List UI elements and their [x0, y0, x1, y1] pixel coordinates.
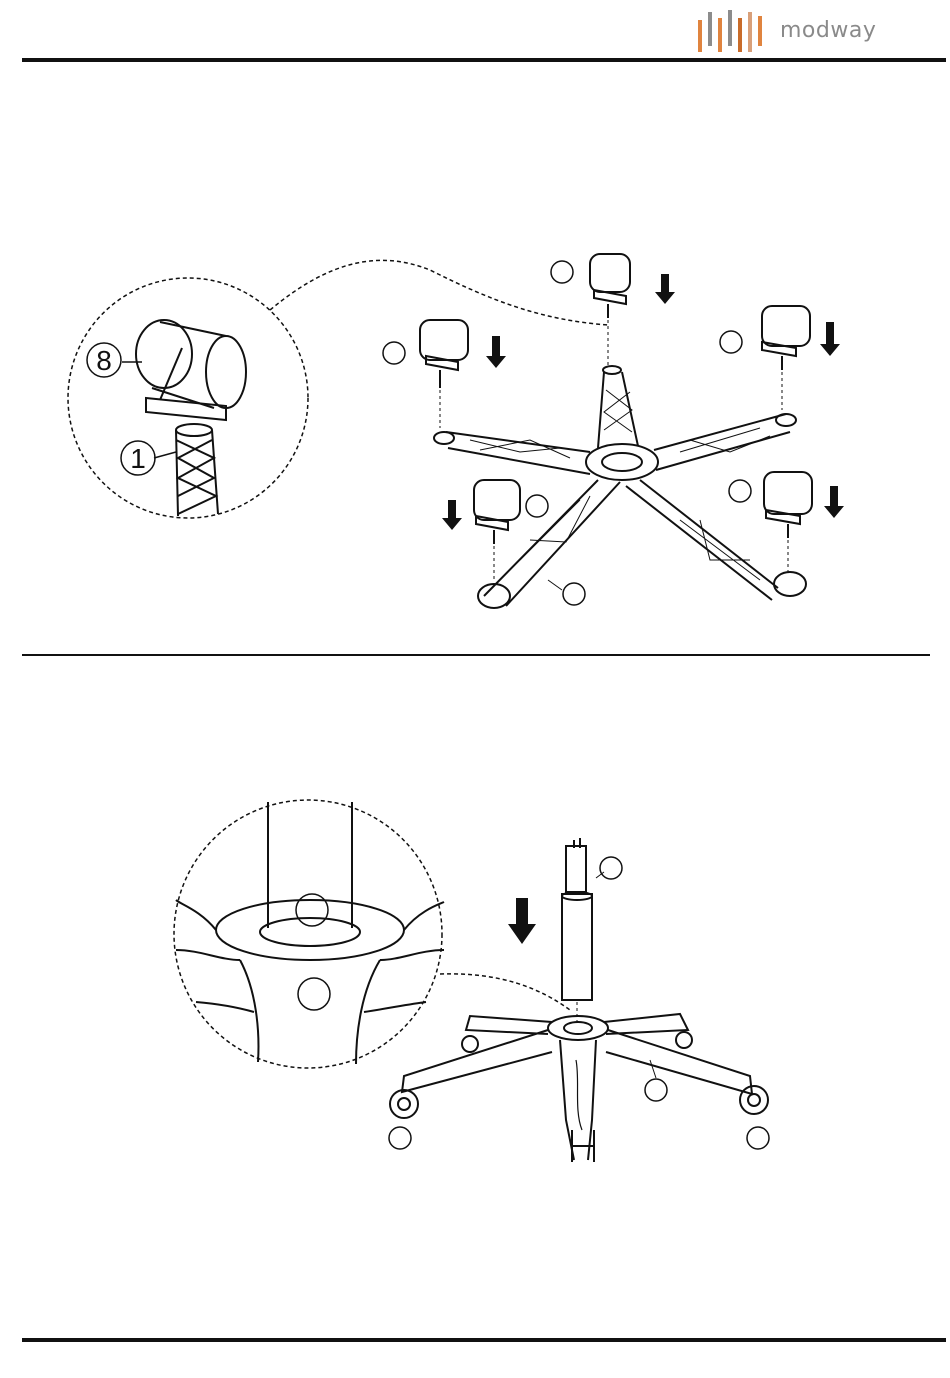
- arrow-down-icon: [655, 274, 675, 304]
- brand-name: modway: [780, 18, 876, 43]
- chair-base: [389, 1014, 769, 1162]
- logo-bar: [698, 20, 702, 52]
- caster-top: [590, 254, 630, 368]
- down-arrows: [442, 274, 844, 530]
- arrow-down-icon: [824, 486, 844, 518]
- caster-left: [420, 320, 468, 428]
- brand-logo: modway: [696, 6, 876, 54]
- arrow-down-icon: [820, 322, 840, 356]
- detail-zoom-circle: [174, 800, 442, 1068]
- footer-rule: [22, 1338, 946, 1342]
- step2-illustration: [0, 790, 950, 1180]
- logo-bar: [718, 18, 722, 52]
- detail-connector: [440, 974, 570, 1010]
- brand-logo-mark: [696, 6, 776, 54]
- detail-base-arm: [176, 424, 218, 516]
- arrow-down-icon: [442, 500, 462, 530]
- detail-caster: [136, 320, 246, 420]
- logo-bar: [758, 16, 762, 46]
- logo-bar: [728, 10, 732, 46]
- callout-label-caster: 8: [96, 345, 112, 376]
- gas-lift-cylinder: [562, 838, 622, 1022]
- logo-bar: [708, 12, 712, 46]
- arrow-down-icon: [508, 898, 536, 944]
- caster-lower-right: [764, 472, 812, 572]
- step1-illustration: 8 1: [0, 230, 950, 630]
- arrow-down-icon: [486, 336, 506, 368]
- header-rule: [22, 58, 946, 62]
- logo-bar: [748, 12, 752, 52]
- caster-right: [762, 306, 810, 410]
- section-divider: [22, 654, 930, 656]
- detail-connector: [270, 260, 608, 325]
- callout-label-base: 1: [130, 443, 146, 474]
- logo-bar: [738, 18, 742, 52]
